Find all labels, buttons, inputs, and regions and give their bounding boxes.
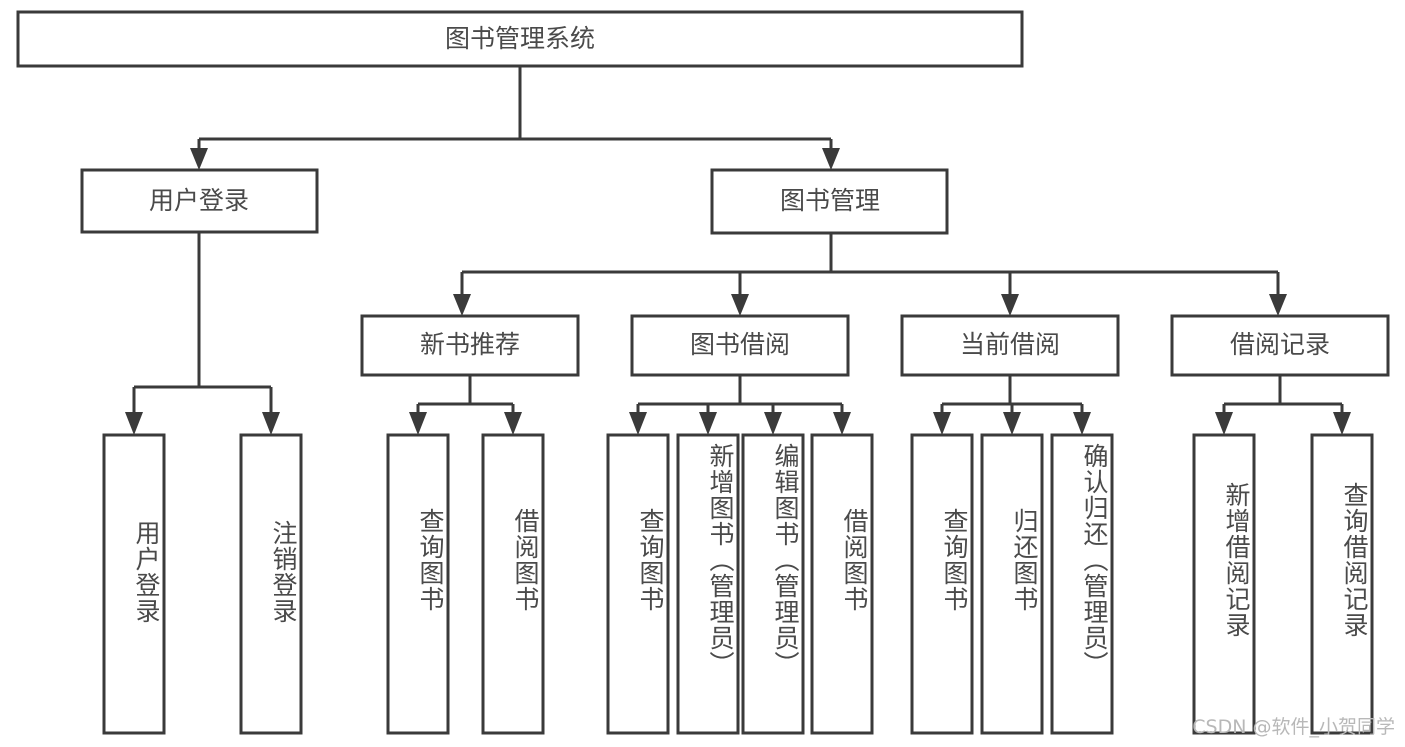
arrow-head-current-leaf-1 — [933, 412, 951, 435]
arrow-head-bookmgmt-borrow — [731, 294, 749, 316]
arrow-head-borrow-leaf-2 — [699, 412, 717, 435]
leaf-rect-borrow-book-newbook[interactable] — [481, 433, 545, 735]
connector-group-newbook — [409, 375, 522, 435]
arrow-head-userlogin-leaf-2 — [262, 412, 280, 435]
node-book-management-label: 图书管理 — [780, 186, 880, 215]
node-book-borrow-rect[interactable] — [630, 314, 850, 377]
node-book-borrow[interactable]: 图书借阅 — [630, 314, 850, 377]
node-book-borrow-label: 图书借阅 — [690, 330, 790, 359]
leaf-rect-add-borrow-record[interactable] — [1192, 433, 1256, 735]
leaf-rect-logout[interactable] — [239, 433, 303, 735]
connector-group-borrow — [629, 375, 851, 435]
node-new-book-recommend-rect[interactable] — [360, 314, 580, 377]
leaf-rect-query-book-current[interactable] — [910, 433, 974, 735]
leaf-rect-query-borrow-record[interactable] — [1310, 433, 1374, 735]
arrow-head-borrow-leaf-3 — [764, 412, 782, 435]
connector-group-bookmgmt — [453, 233, 1287, 316]
node-user-login[interactable]: 用户登录 — [80, 168, 319, 234]
node-new-book-recommend[interactable]: 新书推荐 — [360, 314, 580, 377]
connector-group-userlogin — [125, 232, 280, 435]
leaf-rect-return-book[interactable] — [980, 433, 1044, 735]
arrow-head-bookmgmt-newbook — [453, 294, 471, 316]
arrow-head-current-leaf-2 — [1003, 412, 1021, 435]
node-user-login-label: 用户登录 — [149, 186, 249, 215]
leaf-rect-query-book-newbook[interactable] — [386, 433, 450, 735]
leaf-rect-user-login[interactable] — [102, 433, 166, 735]
arrow-head-root-to-userlogin — [190, 148, 208, 170]
arrow-head-newbook-leaf-2 — [504, 412, 522, 435]
arrow-head-root-to-bookmgmt — [822, 148, 840, 170]
node-borrow-records-rect[interactable] — [1170, 314, 1390, 377]
node-current-borrow[interactable]: 当前借阅 — [900, 314, 1120, 377]
arrow-head-userlogin-leaf-1 — [125, 412, 143, 435]
arrow-head-records-leaf-2 — [1333, 412, 1351, 435]
connector-group-root — [190, 66, 840, 170]
node-new-book-recommend-label: 新书推荐 — [420, 330, 520, 359]
arrow-head-records-leaf-1 — [1215, 412, 1233, 435]
node-root-rect[interactable] — [16, 10, 1024, 68]
leaf-rect-borrow-book[interactable] — [810, 433, 874, 735]
arrow-head-bookmgmt-current — [1001, 294, 1019, 316]
arrow-head-borrow-leaf-1 — [629, 412, 647, 435]
arrow-head-borrow-leaf-4 — [833, 412, 851, 435]
connector-group-records — [1215, 375, 1351, 435]
arrow-head-current-leaf-3 — [1073, 412, 1091, 435]
node-book-management-rect[interactable] — [710, 168, 949, 235]
node-root[interactable]: 图书管理系统 — [16, 10, 1024, 68]
node-current-borrow-rect[interactable] — [900, 314, 1120, 377]
leaf-rect-add-book-admin[interactable] — [676, 433, 740, 735]
node-user-login-rect[interactable] — [80, 168, 319, 234]
leaf-rect-query-book-borrow[interactable] — [606, 433, 670, 735]
node-book-management[interactable]: 图书管理 — [710, 168, 949, 235]
arrow-head-bookmgmt-records — [1269, 294, 1287, 316]
arrow-head-newbook-leaf-1 — [409, 412, 427, 435]
leaf-rect-confirm-return-admin[interactable] — [1050, 433, 1114, 735]
connector-group-current — [933, 375, 1091, 435]
node-root-label: 图书管理系统 — [445, 24, 595, 53]
node-borrow-records[interactable]: 借阅记录 — [1170, 314, 1390, 377]
node-current-borrow-label: 当前借阅 — [960, 330, 1060, 359]
leaf-rect-edit-book-admin[interactable] — [741, 433, 805, 735]
node-borrow-records-label: 借阅记录 — [1230, 330, 1330, 359]
